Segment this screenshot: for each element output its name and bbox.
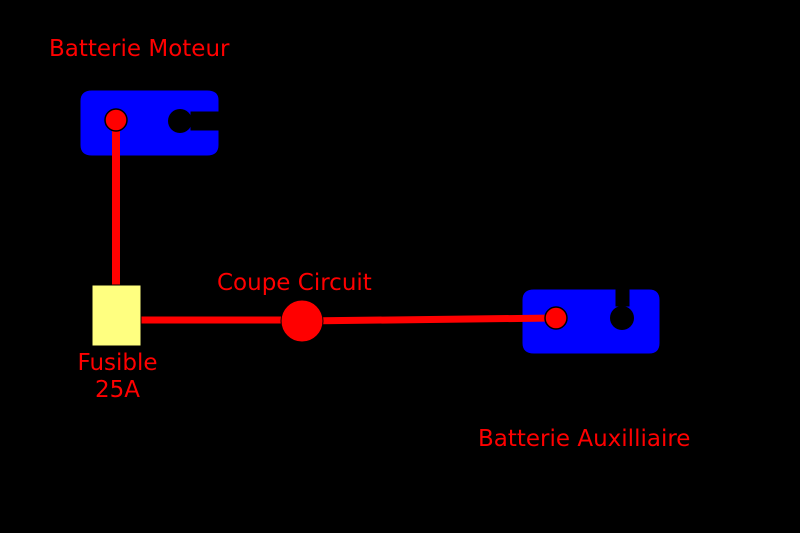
label-circuit-breaker: Coupe Circuit — [217, 270, 372, 296]
circuit-breaker — [280, 299, 324, 343]
battery-aux-positive-terminal — [544, 306, 568, 330]
label-fuse-name: Fusible — [77, 350, 158, 376]
battery-motor — [79, 89, 220, 157]
battery-motor-negative-terminal — [168, 109, 192, 133]
fuse — [91, 284, 142, 347]
label-fuse: Fusible 25A — [50, 350, 185, 404]
battery-aux — [521, 288, 661, 355]
battery-motor-body — [79, 89, 220, 157]
label-battery-motor: Batterie Moteur — [49, 36, 230, 62]
wire-breaker-to-aux — [301, 314, 557, 325]
label-battery-aux: Batterie Auxilliaire — [478, 426, 691, 452]
battery-motor-positive-terminal — [104, 108, 128, 132]
battery-aux-body — [521, 288, 661, 355]
label-fuse-rating: 25A — [94, 377, 140, 403]
battery-aux-negative-terminal — [610, 306, 634, 330]
